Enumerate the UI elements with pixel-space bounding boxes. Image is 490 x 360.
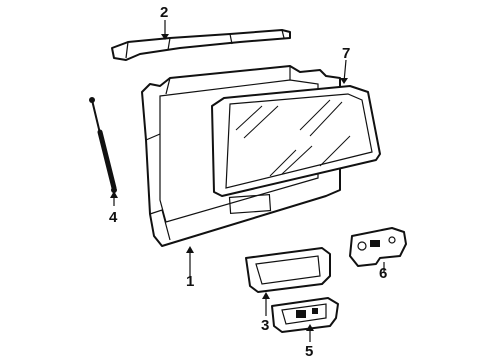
callout-3: 3 — [261, 317, 269, 334]
arrow-1 — [186, 246, 194, 253]
callouts: 2 7 4 1 3 6 5 — [109, 4, 387, 360]
part-license-bezel — [245, 247, 331, 293]
part-gas-strut — [89, 97, 117, 193]
callout-7: 7 — [342, 45, 350, 62]
callout-6: 6 — [379, 265, 387, 282]
part-spoiler — [111, 29, 291, 61]
leader-lines — [110, 20, 385, 342]
arrow-7 — [340, 78, 348, 84]
part-glass — [211, 85, 381, 197]
arrow-4 — [110, 191, 118, 198]
callout-1: 1 — [186, 273, 194, 290]
callout-4: 4 — [109, 209, 118, 226]
arrow-5 — [306, 324, 314, 331]
arrow-3 — [262, 292, 270, 299]
part-handle — [271, 297, 339, 333]
callout-2: 2 — [160, 4, 168, 21]
part-latch — [349, 227, 407, 267]
arrow-2 — [161, 34, 169, 40]
callout-5: 5 — [305, 343, 313, 360]
